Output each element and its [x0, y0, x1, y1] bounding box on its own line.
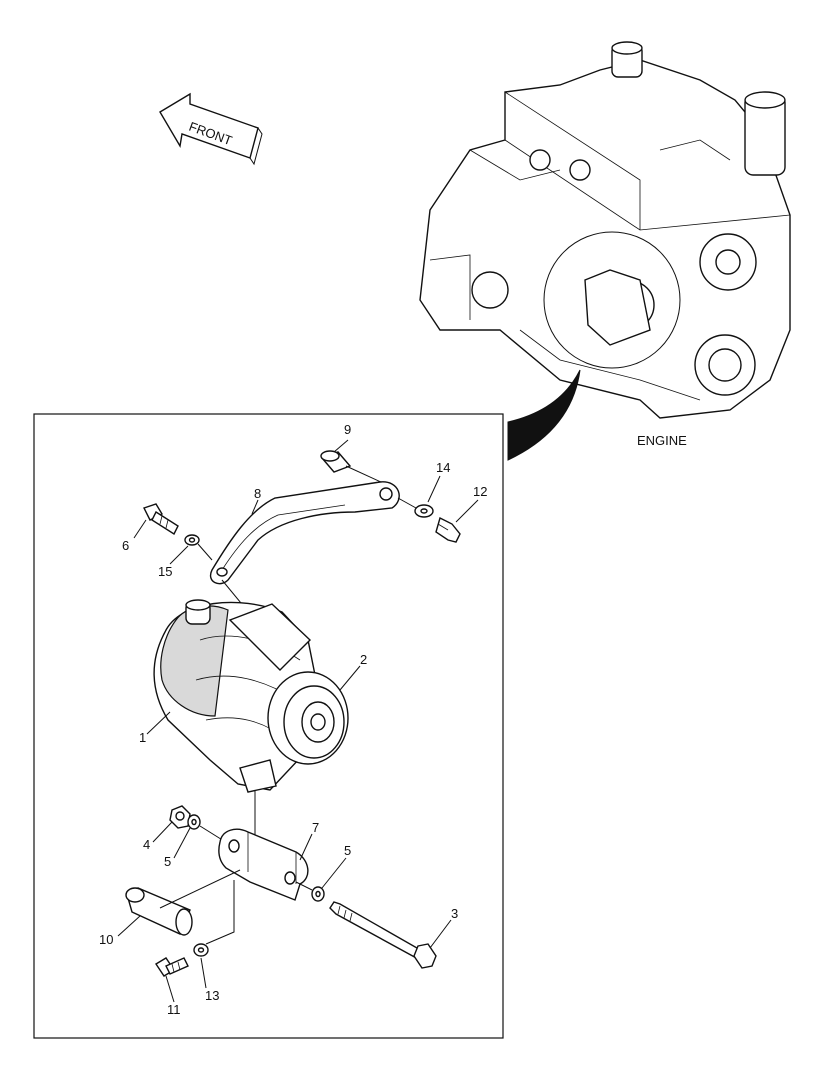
front-direction-arrow: FRONT: [159, 92, 263, 166]
washer-13: [193, 943, 209, 957]
callout-numbers: 1 2 3 4 5 5 6 7 8 9 10 11 12 13 14 15: [99, 422, 487, 1017]
washer-14: [414, 504, 434, 518]
callout-6: 6: [122, 538, 129, 553]
callout-1: 1: [139, 730, 146, 745]
bracket-7: [218, 828, 309, 901]
detail-pointer: [507, 369, 581, 461]
bolt-3: [329, 901, 437, 969]
nut-4: [169, 805, 191, 829]
callout-4: 4: [143, 837, 150, 852]
callout-8: 8: [254, 486, 261, 501]
engine-label: ENGINE: [637, 433, 687, 448]
callout-15: 15: [158, 564, 172, 579]
callout-7: 7: [312, 820, 319, 835]
leader-lines: [117, 439, 479, 1003]
callout-5-lower: 5: [344, 843, 351, 858]
callout-9: 9: [344, 422, 351, 437]
bolt-6: [143, 503, 179, 536]
bracket-8: [209, 481, 400, 585]
bolt-12: [435, 516, 461, 543]
callout-13: 13: [205, 988, 219, 1003]
callout-5-upper: 5: [164, 854, 171, 869]
sleeve-10: [125, 887, 193, 936]
washer-5-upper: [187, 814, 201, 830]
spacer-9: [320, 450, 352, 473]
callout-2: 2: [360, 652, 367, 667]
detail-frame: [33, 413, 504, 1039]
pulley-2: [267, 671, 349, 765]
callout-14: 14: [436, 460, 450, 475]
washer-5-lower: [311, 886, 325, 902]
callout-11: 11: [167, 1002, 181, 1017]
bolt-11: [155, 957, 189, 977]
engine-assembly: [419, 41, 791, 419]
callout-12: 12: [473, 484, 487, 499]
washer-15: [184, 534, 200, 546]
callout-10: 10: [99, 932, 113, 947]
callout-3: 3: [451, 906, 458, 921]
